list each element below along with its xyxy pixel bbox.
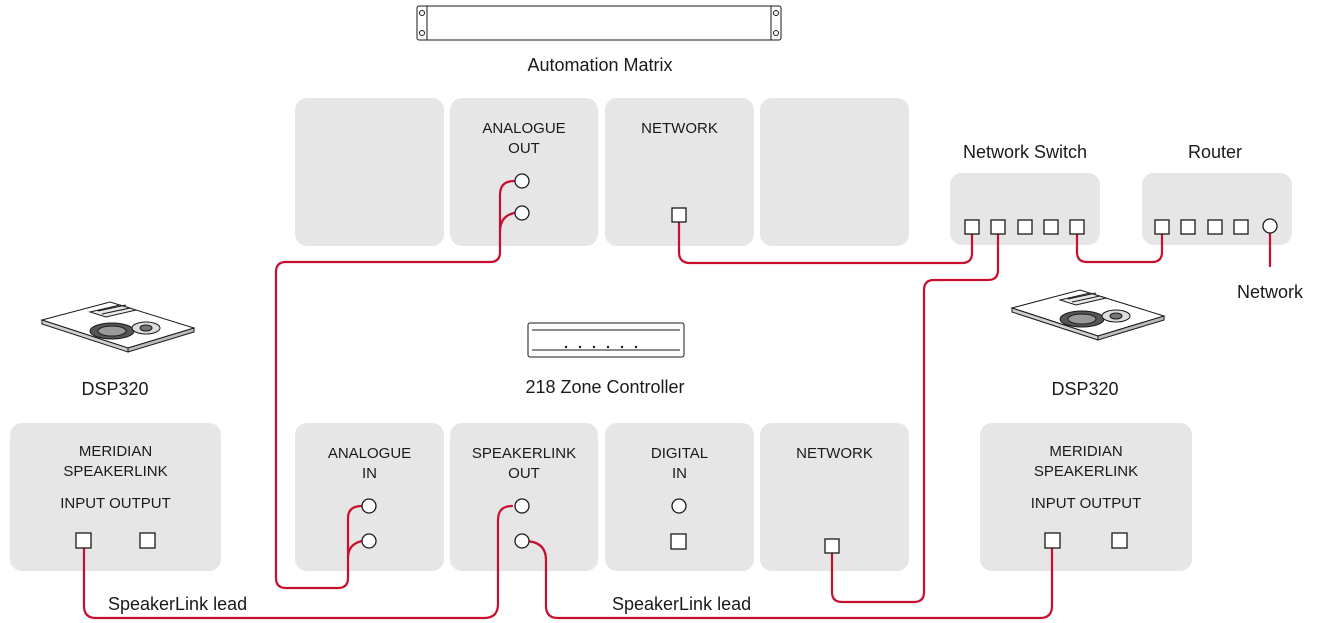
controller-analogue-in-port-1 [361,498,377,514]
network-switch-title: Network Switch [962,142,1088,162]
router-port-3 [1207,219,1223,235]
switch-port-3 [1017,219,1033,235]
analogue-cable-1 [274,179,516,590]
controller-network-port [824,538,840,554]
zone-controller-icon [527,322,685,358]
dsp-left-ports-label: INPUT OUTPUT [60,495,171,512]
digital-in-label-2: IN [672,465,687,482]
network-title: Network [1236,282,1303,302]
dsp-left-input-port [75,532,92,549]
network-cable-matrix [677,218,974,265]
switch-port-4 [1043,219,1059,235]
router-wan-port [1262,218,1278,234]
router-port-4 [1233,219,1249,235]
dsp-right-output-port [1111,532,1128,549]
analogue-out-label-1: ANALOGUE [482,120,566,137]
analogue-in-label-2: IN [362,465,377,482]
dsp-right-ports-label: INPUT OUTPUT [1030,495,1142,512]
dsp-right-input-port [1044,532,1061,549]
analogue-cable-3 [346,539,364,560]
speakerlink-lead-right-label: SpeakerLink lead [612,594,751,614]
dsp320-right-icon [1010,289,1166,341]
dsp-right-panel: MERIDIAN SPEAKERLINK INPUT OUTPUT [980,423,1192,571]
cable-group [82,179,1272,620]
dsp-right-speakerlink: SPEAKERLINK [1033,463,1139,480]
controller-digital-in-optical-port [670,533,687,550]
controller-speakerlink-out-port-2 [514,533,530,549]
analogue-out-label-2: OUT [508,140,540,157]
controller-digital-in-coax-port [671,498,687,514]
automation-matrix-rack-icon [416,5,782,41]
router-title: Router [1187,142,1243,162]
controller-network-label: NETWORK [796,445,873,462]
dsp320-left-icon [40,301,196,353]
dsp-left-meridian: MERIDIAN [78,443,153,460]
matrix-panel-analogue-out: ANALOGUE OUT [450,98,598,246]
speakerlink-lead-left-cable [82,504,514,620]
matrix-panel-blank-2 [760,98,909,246]
router-port-1 [1154,219,1170,235]
speakerlink-out-label-1: SPEAKERLINK [471,445,577,462]
controller-speakerlink-out-port-1 [514,498,530,514]
controller-analogue-in-port-2 [361,533,377,549]
analogue-cable-2 [498,211,516,234]
matrix-analogue-out-port-2 [514,205,530,221]
switch-port-1 [964,219,980,235]
matrix-analogue-out-port-1 [514,173,530,189]
zone-controller-title: 218 Zone Controller [525,377,685,397]
network-cable-controller [830,226,1000,604]
matrix-network-port [671,207,687,223]
dsp320-left-title: DSP320 [81,379,149,399]
network-cable-router [1075,226,1164,264]
dsp320-right-title: DSP320 [1051,379,1119,399]
speakerlink-lead-left-label: SpeakerLink lead [108,594,247,614]
speakerlink-out-label-2: OUT [508,465,540,482]
port-group [75,173,1278,554]
dsp-left-output-port [139,532,156,549]
dsp-left-panel: MERIDIAN SPEAKERLINK INPUT OUTPUT [10,423,221,571]
switch-port-2 [990,219,1006,235]
switch-port-5 [1069,219,1085,235]
matrix-network-label: NETWORK [641,120,718,137]
speakerlink-lead-right-cable [522,539,1054,620]
automation-matrix-title: Automation Matrix [527,55,673,75]
dsp-left-speakerlink: SPEAKERLINK [63,463,168,480]
analogue-in-label-1: ANALOGUE [327,445,412,462]
digital-in-label-1: DIGITAL [650,445,709,462]
router-port-2 [1180,219,1196,235]
matrix-panel-blank-1 [295,98,444,246]
dsp-right-meridian: MERIDIAN [1049,443,1123,460]
